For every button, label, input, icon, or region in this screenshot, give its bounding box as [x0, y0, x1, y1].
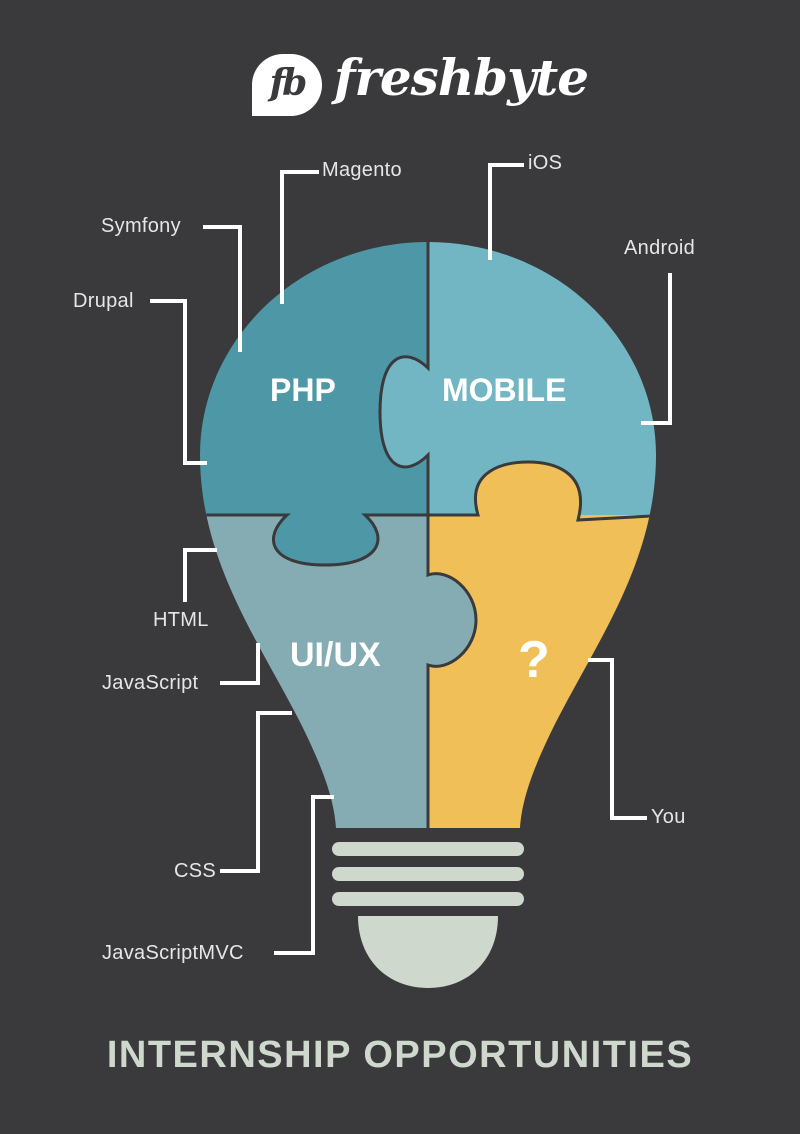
logo-mark: fb	[252, 54, 322, 116]
uiux-piece-tab	[424, 573, 476, 667]
label-drupal: Drupal	[73, 290, 134, 312]
mobile-label: MOBILE	[442, 372, 567, 408]
footer-title: INTERNSHIP OPPORTUNITIES	[106, 1034, 694, 1076]
label-you: You	[651, 806, 686, 828]
label-ios: iOS	[528, 152, 563, 174]
label-html: HTML	[153, 609, 209, 631]
unknown-piece-tab	[475, 462, 581, 520]
label-symfony: Symfony	[101, 215, 181, 237]
question-mark-label: ?	[518, 631, 550, 689]
connector-lines	[150, 163, 672, 955]
bulb-base	[332, 842, 524, 988]
label-javascript: JavaScript	[102, 672, 199, 694]
php-label: PHP	[270, 372, 336, 408]
label-magento: Magento	[322, 159, 402, 181]
label-android: Android	[624, 237, 696, 259]
logo-mark-text: fb	[269, 62, 308, 104]
logo-wordmark: freshbyte	[334, 48, 589, 107]
label-css: CSS	[174, 860, 217, 882]
label-javascriptmvc: JavaScriptMVC	[102, 942, 244, 964]
puzzle-seams	[200, 242, 656, 828]
uiux-label: UI/UX	[290, 636, 381, 674]
unknown-piece	[428, 515, 656, 828]
